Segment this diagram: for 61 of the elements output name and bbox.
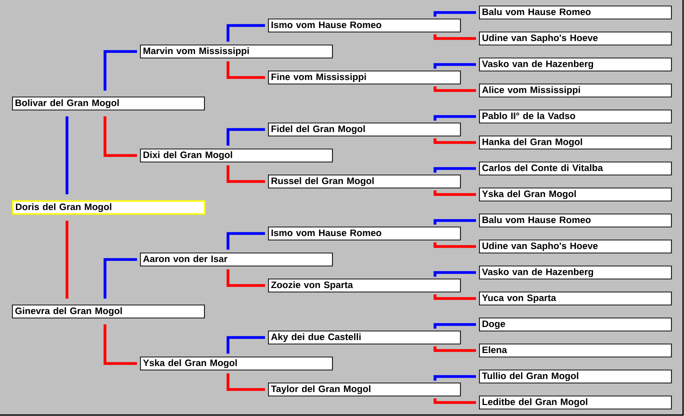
- connector-line: [434, 323, 476, 329]
- connector-line: [434, 346, 476, 352]
- name-box: Dixi del Gran Mogol: [140, 148, 333, 162]
- connector-line: [104, 50, 137, 91]
- name-box: Elena: [479, 344, 672, 358]
- connector-line: [434, 86, 476, 92]
- name-box: Marvin vom Mississippi: [140, 44, 333, 58]
- name-box: Taylor del Gran Mogol: [268, 382, 461, 396]
- name-box: Bolivar del Gran Mogol: [12, 96, 205, 110]
- name-box: Udine van Sapho's Hoeve: [479, 240, 672, 254]
- name-box: Aaron von der Isar: [140, 252, 333, 266]
- name-box: Yuca von Sparta: [479, 292, 672, 306]
- name-box: Russel del Gran Mogol: [268, 174, 461, 188]
- name-box: Udine van Sapho's Hoeve: [479, 32, 672, 46]
- connector-line: [434, 115, 476, 121]
- name-box: Ismo vom Hause Romeo: [268, 226, 461, 240]
- connector-line: [226, 373, 265, 391]
- name-box: Vasko van de Hazenberg: [479, 58, 672, 72]
- name-box: Balu vom Hause Romeo: [479, 214, 672, 228]
- connector-line: [104, 324, 137, 365]
- connector-line: [226, 165, 265, 183]
- connector-line: [66, 220, 68, 299]
- name-box: Aky dei due Castelli: [268, 330, 461, 344]
- name-box: Doris del Gran Mogol: [12, 200, 206, 215]
- connector-line: [226, 336, 265, 354]
- connector-line: [434, 271, 476, 277]
- name-box: Alice vom Mississippi: [479, 84, 672, 98]
- connector-line: [226, 232, 265, 250]
- name-box: Yska del Gran Mogol: [479, 188, 672, 202]
- connector-line: [434, 34, 476, 40]
- connector-line: [434, 219, 476, 225]
- connector-line: [434, 167, 476, 173]
- connector-line: [104, 258, 137, 299]
- name-box: Fidel del Gran Mogol: [268, 122, 461, 136]
- connector-line: [434, 63, 476, 69]
- name-box: Doge: [479, 318, 672, 332]
- name-box: Vasko van de Hazenberg: [479, 266, 672, 280]
- name-box: Ismo vom Hause Romeo: [268, 18, 461, 32]
- name-box: Pablo II° de la Vadso: [479, 110, 672, 124]
- connector-line: [434, 375, 476, 381]
- name-box: Fine vom Mississippi: [268, 70, 461, 84]
- connector-line: [226, 61, 265, 79]
- connector-line: [434, 11, 476, 17]
- connector-line: [226, 269, 265, 287]
- name-box: Carlos del Conte di Vitalba: [479, 162, 672, 176]
- name-box: Ginevra del Gran Mogol: [12, 304, 205, 318]
- connector-line: [226, 128, 265, 146]
- connector-line: [434, 138, 476, 144]
- name-box: Hanka del Gran Mogol: [479, 136, 672, 150]
- connector-line: [434, 190, 476, 196]
- connector-line: [434, 242, 476, 248]
- name-box: Zoozie von Sparta: [268, 278, 461, 292]
- connector-line: [434, 398, 476, 404]
- name-box: Leditbe del Gran Mogol: [479, 396, 672, 410]
- name-box: Tullio del Gran Mogol: [479, 370, 672, 384]
- connector-line: [104, 116, 137, 157]
- name-box: Balu vom Hause Romeo: [479, 6, 672, 20]
- connector-line: [66, 116, 68, 194]
- connector-line: [226, 24, 265, 42]
- name-box: Yska del Gran Mogol: [140, 356, 333, 370]
- connector-line: [434, 294, 476, 300]
